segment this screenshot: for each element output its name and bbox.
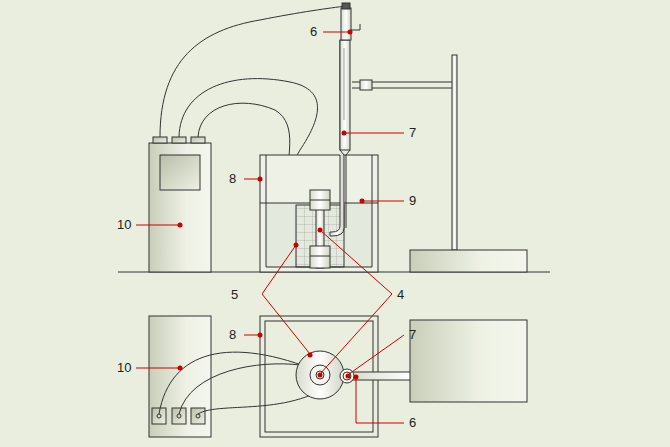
- top-view: [157, 414, 161, 418]
- side-view: [172, 137, 186, 143]
- callout-number: 10: [117, 361, 131, 375]
- leader-lines: [349, 335, 404, 374]
- top-view: [310, 365, 330, 385]
- leader-lines: [363, 201, 404, 202]
- leader-dots: [308, 353, 313, 358]
- leader-dots: [346, 374, 351, 379]
- leader-lines: [320, 230, 392, 374]
- leader-lines: [345, 133, 404, 134]
- side-view: [360, 80, 372, 90]
- potentiostat: [149, 143, 211, 272]
- leader-lines: [136, 225, 179, 226]
- side-view: [153, 137, 167, 143]
- leader-dots: [294, 243, 299, 248]
- cap: [341, 8, 351, 40]
- top-view: [196, 414, 200, 418]
- apparatus-drawing: [392, 287, 412, 303]
- side-view: [118, 3, 550, 272]
- leader-lines: [262, 245, 310, 354]
- callout-number: 5: [231, 288, 238, 302]
- callout-number: 8: [229, 328, 236, 342]
- apparatus-drawing: [226, 287, 262, 303]
- side-view: [191, 137, 205, 143]
- callout-number: 9: [409, 194, 416, 208]
- leader-dots: [360, 199, 365, 204]
- leader-dots: [348, 30, 353, 35]
- leader-dots: [342, 131, 347, 136]
- callout-number: 7: [409, 328, 416, 342]
- side-view: [310, 246, 330, 268]
- callout-number: 8: [229, 172, 236, 186]
- side-view: [372, 155, 373, 267]
- leader-lines: [323, 32, 349, 33]
- burette: [340, 369, 354, 383]
- top-view: [316, 371, 324, 379]
- callout-number: 4: [397, 288, 404, 302]
- side-view: [344, 48, 345, 120]
- callout-number: 6: [310, 25, 317, 39]
- side-view: [310, 190, 330, 210]
- side-view: [310, 200, 330, 201]
- leader-dots: [178, 366, 183, 371]
- leader-dots: [258, 177, 263, 182]
- top-view: [191, 408, 205, 424]
- side-view: [351, 24, 360, 30]
- cable: [179, 364, 300, 414]
- leader-lines: [136, 368, 179, 369]
- side-view: [310, 256, 330, 257]
- side-view: [266, 155, 267, 267]
- side-view: [346, 150, 350, 228]
- cable: [159, 352, 320, 414]
- callout-number: 10: [117, 218, 131, 232]
- display: [160, 155, 200, 190]
- callout-number: 7: [409, 126, 416, 140]
- top-view: [177, 414, 181, 418]
- leader-lines: [356, 377, 404, 423]
- top-view: [149, 316, 527, 437]
- side-view: [342, 3, 350, 9]
- leader-lines: [136, 32, 404, 423]
- stand-rod: [452, 55, 457, 250]
- leader-dots: [178, 30, 365, 380]
- top-view: [152, 408, 166, 424]
- callout-number: 6: [409, 416, 416, 430]
- stand-base: [410, 250, 527, 272]
- cell: [296, 351, 344, 399]
- top-view: [172, 408, 186, 424]
- beaker: [260, 155, 378, 272]
- potentiostat: [149, 316, 211, 437]
- stand-base: [410, 320, 527, 402]
- leader-dots: [318, 228, 323, 233]
- leader-dots: [354, 375, 359, 380]
- top-view: [265, 321, 373, 432]
- cable: [160, 6, 346, 137]
- leader-dots: [318, 373, 323, 378]
- leader-dots: [178, 223, 183, 228]
- leader-dots: [258, 333, 263, 338]
- apparatus-drawing: [226, 287, 412, 303]
